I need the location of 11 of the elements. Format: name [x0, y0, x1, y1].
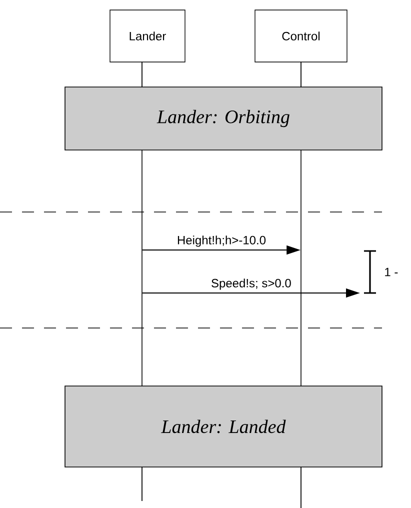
lifeline: [300, 466, 302, 508]
lifeline: [300, 150, 302, 386]
state-band: Lander: Orbiting: [64, 86, 382, 150]
lifeline: [300, 62, 302, 88]
duration-label: 1 -: [385, 268, 398, 276]
lifeline-head-box: Lander: [110, 10, 186, 62]
edge-label: Speed!s; s>0.0: [210, 278, 292, 291]
state-band: Lander: Landed: [64, 386, 382, 468]
edge-label: Height!h;h>-10.0: [176, 234, 268, 248]
lifeline-head-box: Control: [254, 10, 348, 62]
timing-bar: [363, 250, 377, 294]
